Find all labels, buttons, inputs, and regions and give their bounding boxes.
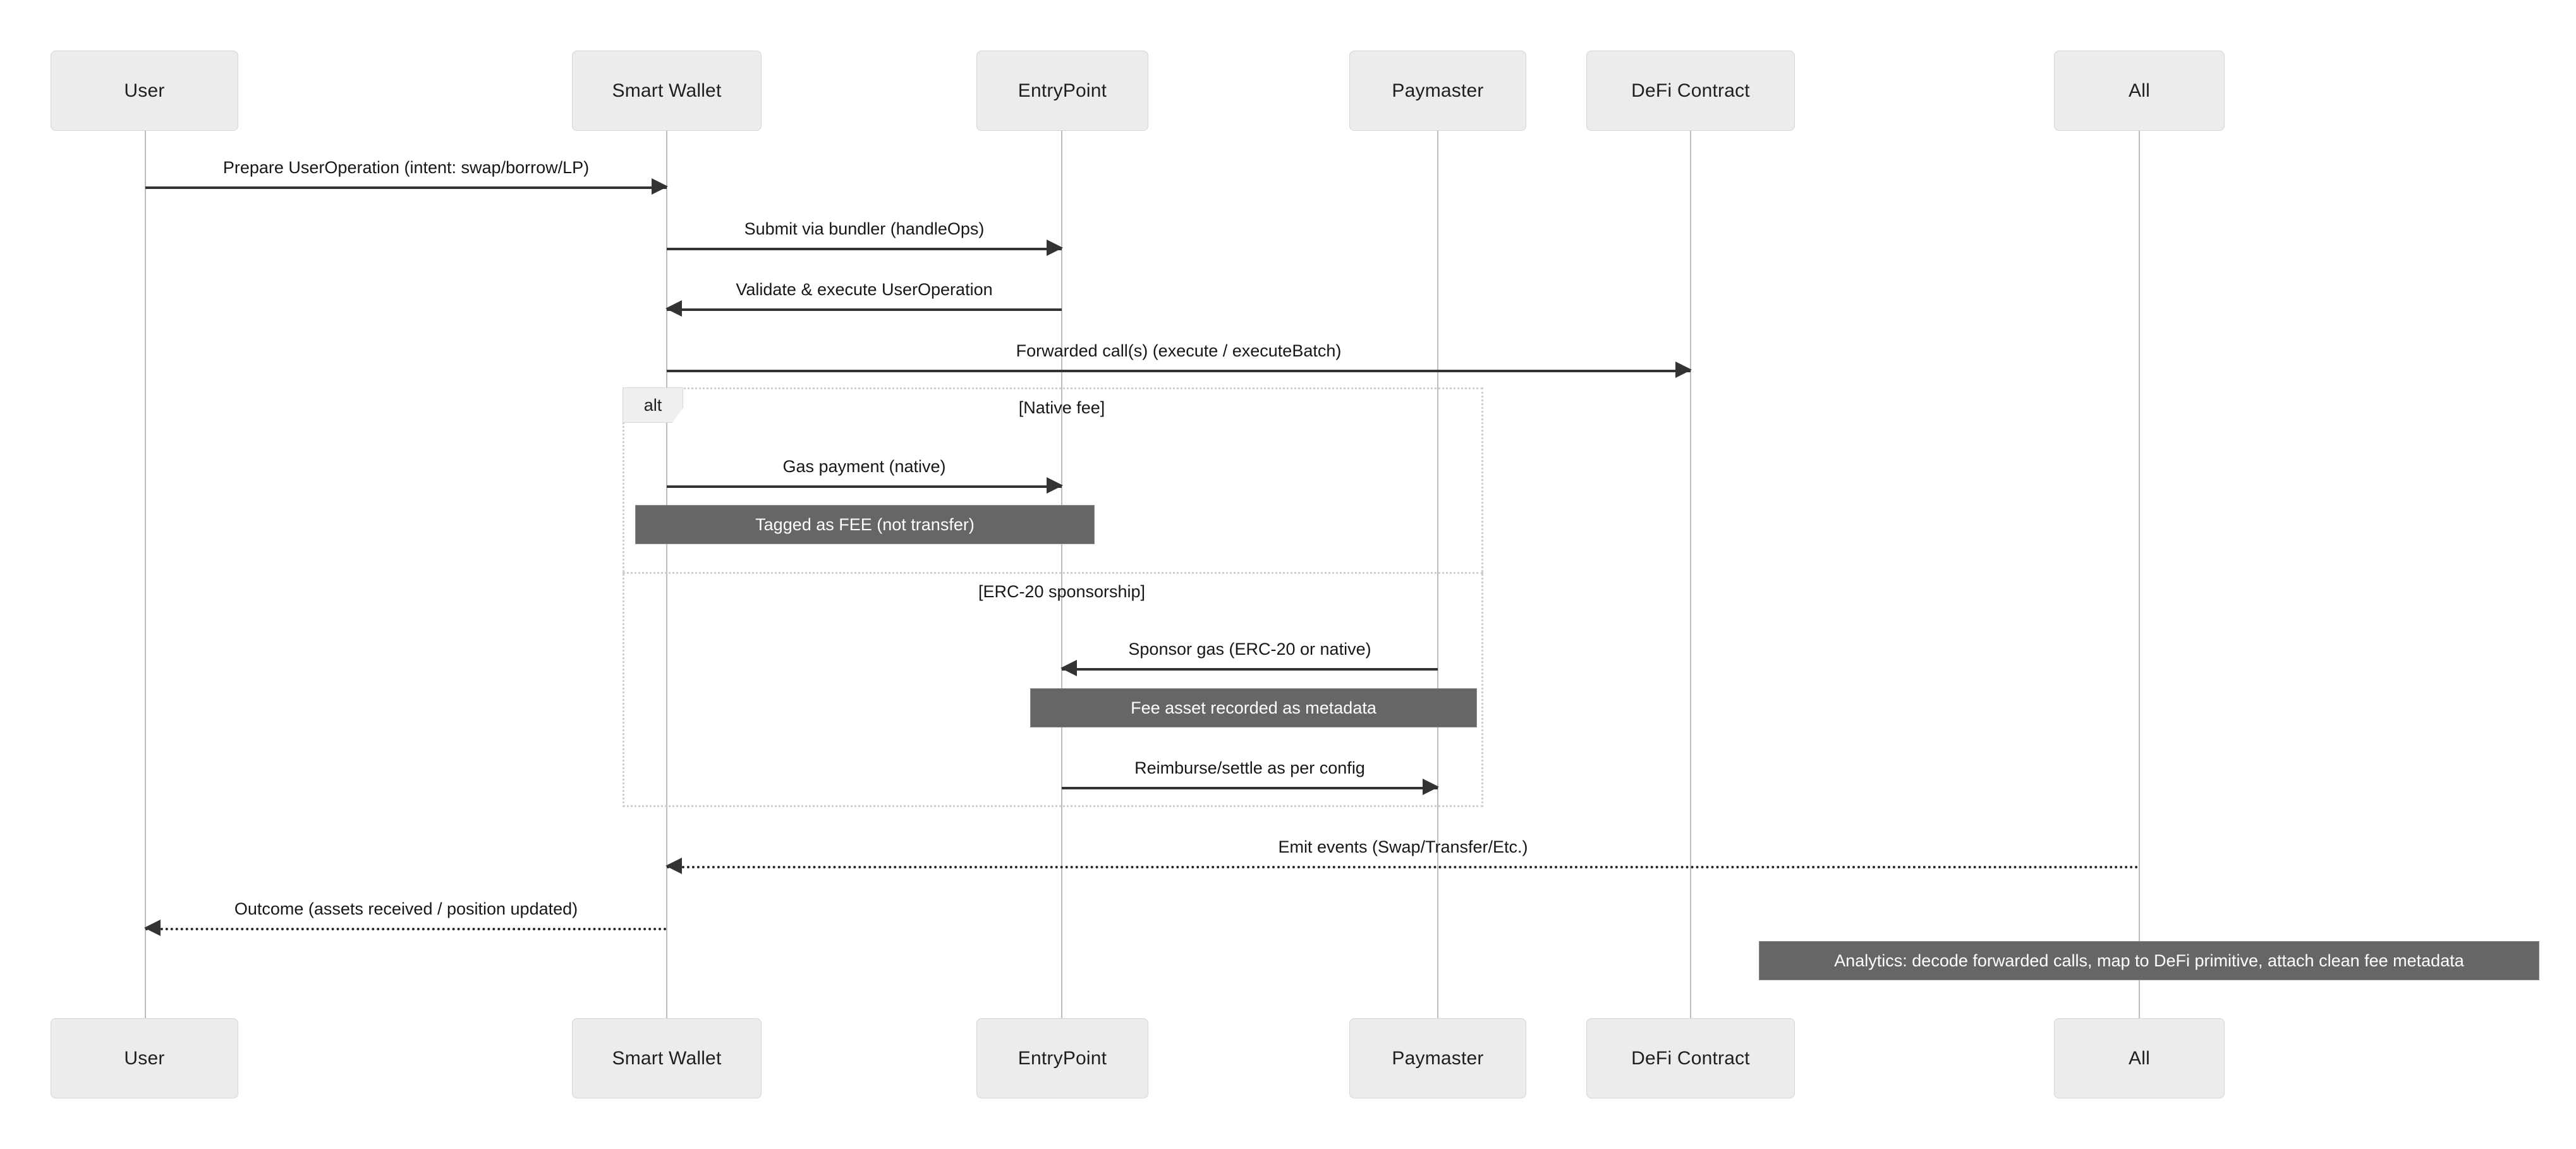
alt-fragment-divider — [623, 572, 1483, 574]
alt-branch-condition-0: [Native fee] — [1018, 398, 1105, 417]
message-label: Prepare UserOperation (intent: swap/borr… — [222, 158, 590, 177]
participant-label: User — [124, 80, 165, 101]
arrowhead-icon — [144, 920, 161, 936]
message-line — [667, 866, 2139, 868]
participant-all-footer[interactable]: All — [2054, 1018, 2225, 1098]
alt-fragment-box — [623, 387, 1483, 807]
participant-label: Smart Wallet — [612, 80, 722, 101]
lifeline-pay — [1437, 131, 1438, 1018]
participant-defi-footer[interactable]: DeFi Contract — [1586, 1018, 1795, 1098]
participant-label: DeFi Contract — [1631, 80, 1750, 101]
message-line — [667, 370, 1691, 372]
message-label: Reimburse/settle as per config — [1134, 758, 1365, 777]
arrowhead-icon — [1047, 240, 1063, 256]
participant-label: DeFi Contract — [1631, 1047, 1750, 1069]
participant-label: User — [124, 1047, 165, 1069]
arrowhead-icon — [665, 300, 682, 317]
participant-label: All — [2129, 1047, 2150, 1069]
message-line — [667, 485, 1062, 488]
message-label: Forwarded call(s) (execute / executeBatc… — [1016, 341, 1342, 360]
message-line — [667, 308, 1062, 311]
participant-label: Paymaster — [1392, 80, 1484, 101]
message-line — [1062, 787, 1438, 789]
lifeline-wallet — [666, 131, 667, 1018]
participant-all-header[interactable]: All — [2054, 51, 2225, 131]
lifeline-all — [2139, 131, 2140, 1018]
note-n3: Analytics: decode forwarded calls, map t… — [1759, 941, 2539, 980]
arrowhead-icon — [665, 858, 682, 874]
arrowhead-icon — [1060, 660, 1077, 676]
arrowhead-icon — [1423, 779, 1439, 795]
participant-entry-footer[interactable]: EntryPoint — [976, 1018, 1148, 1098]
participant-pay-footer[interactable]: Paymaster — [1349, 1018, 1526, 1098]
lifeline-user — [145, 131, 146, 1018]
participant-label: EntryPoint — [1018, 1047, 1107, 1069]
note-n2: Fee asset recorded as metadata — [1030, 688, 1477, 727]
alt-fragment-operator: alt — [623, 387, 683, 423]
participant-label: EntryPoint — [1018, 80, 1107, 101]
participant-wallet-footer[interactable]: Smart Wallet — [572, 1018, 762, 1098]
message-label: Outcome (assets received / position upda… — [234, 899, 578, 918]
participant-wallet-header[interactable]: Smart Wallet — [572, 51, 762, 131]
participant-entry-header[interactable]: EntryPoint — [976, 51, 1148, 131]
message-line — [145, 928, 667, 930]
participant-label: Smart Wallet — [612, 1047, 722, 1069]
arrowhead-icon — [1675, 362, 1692, 378]
participant-defi-header[interactable]: DeFi Contract — [1586, 51, 1795, 131]
participant-user-header[interactable]: User — [51, 51, 238, 131]
arrowhead-icon — [1047, 477, 1063, 494]
lifeline-defi — [1690, 131, 1691, 1018]
message-label: Sponsor gas (ERC-20 or native) — [1128, 640, 1371, 659]
message-label: Validate & execute UserOperation — [736, 280, 993, 299]
message-label: Submit via bundler (handleOps) — [744, 219, 985, 238]
note-n1: Tagged as FEE (not transfer) — [635, 505, 1095, 544]
arrowhead-icon — [652, 178, 668, 195]
message-label: Gas payment (native) — [782, 457, 946, 476]
alt-branch-condition-1: [ERC-20 sponsorship] — [978, 582, 1146, 601]
message-line — [145, 186, 667, 189]
participant-pay-header[interactable]: Paymaster — [1349, 51, 1526, 131]
participant-label: Paymaster — [1392, 1047, 1484, 1069]
lifeline-entry — [1061, 131, 1062, 1018]
message-label: Emit events (Swap/Transfer/Etc.) — [1278, 837, 1528, 856]
participant-user-footer[interactable]: User — [51, 1018, 238, 1098]
message-line — [667, 248, 1062, 250]
message-line — [1062, 668, 1438, 671]
participant-label: All — [2129, 80, 2150, 101]
